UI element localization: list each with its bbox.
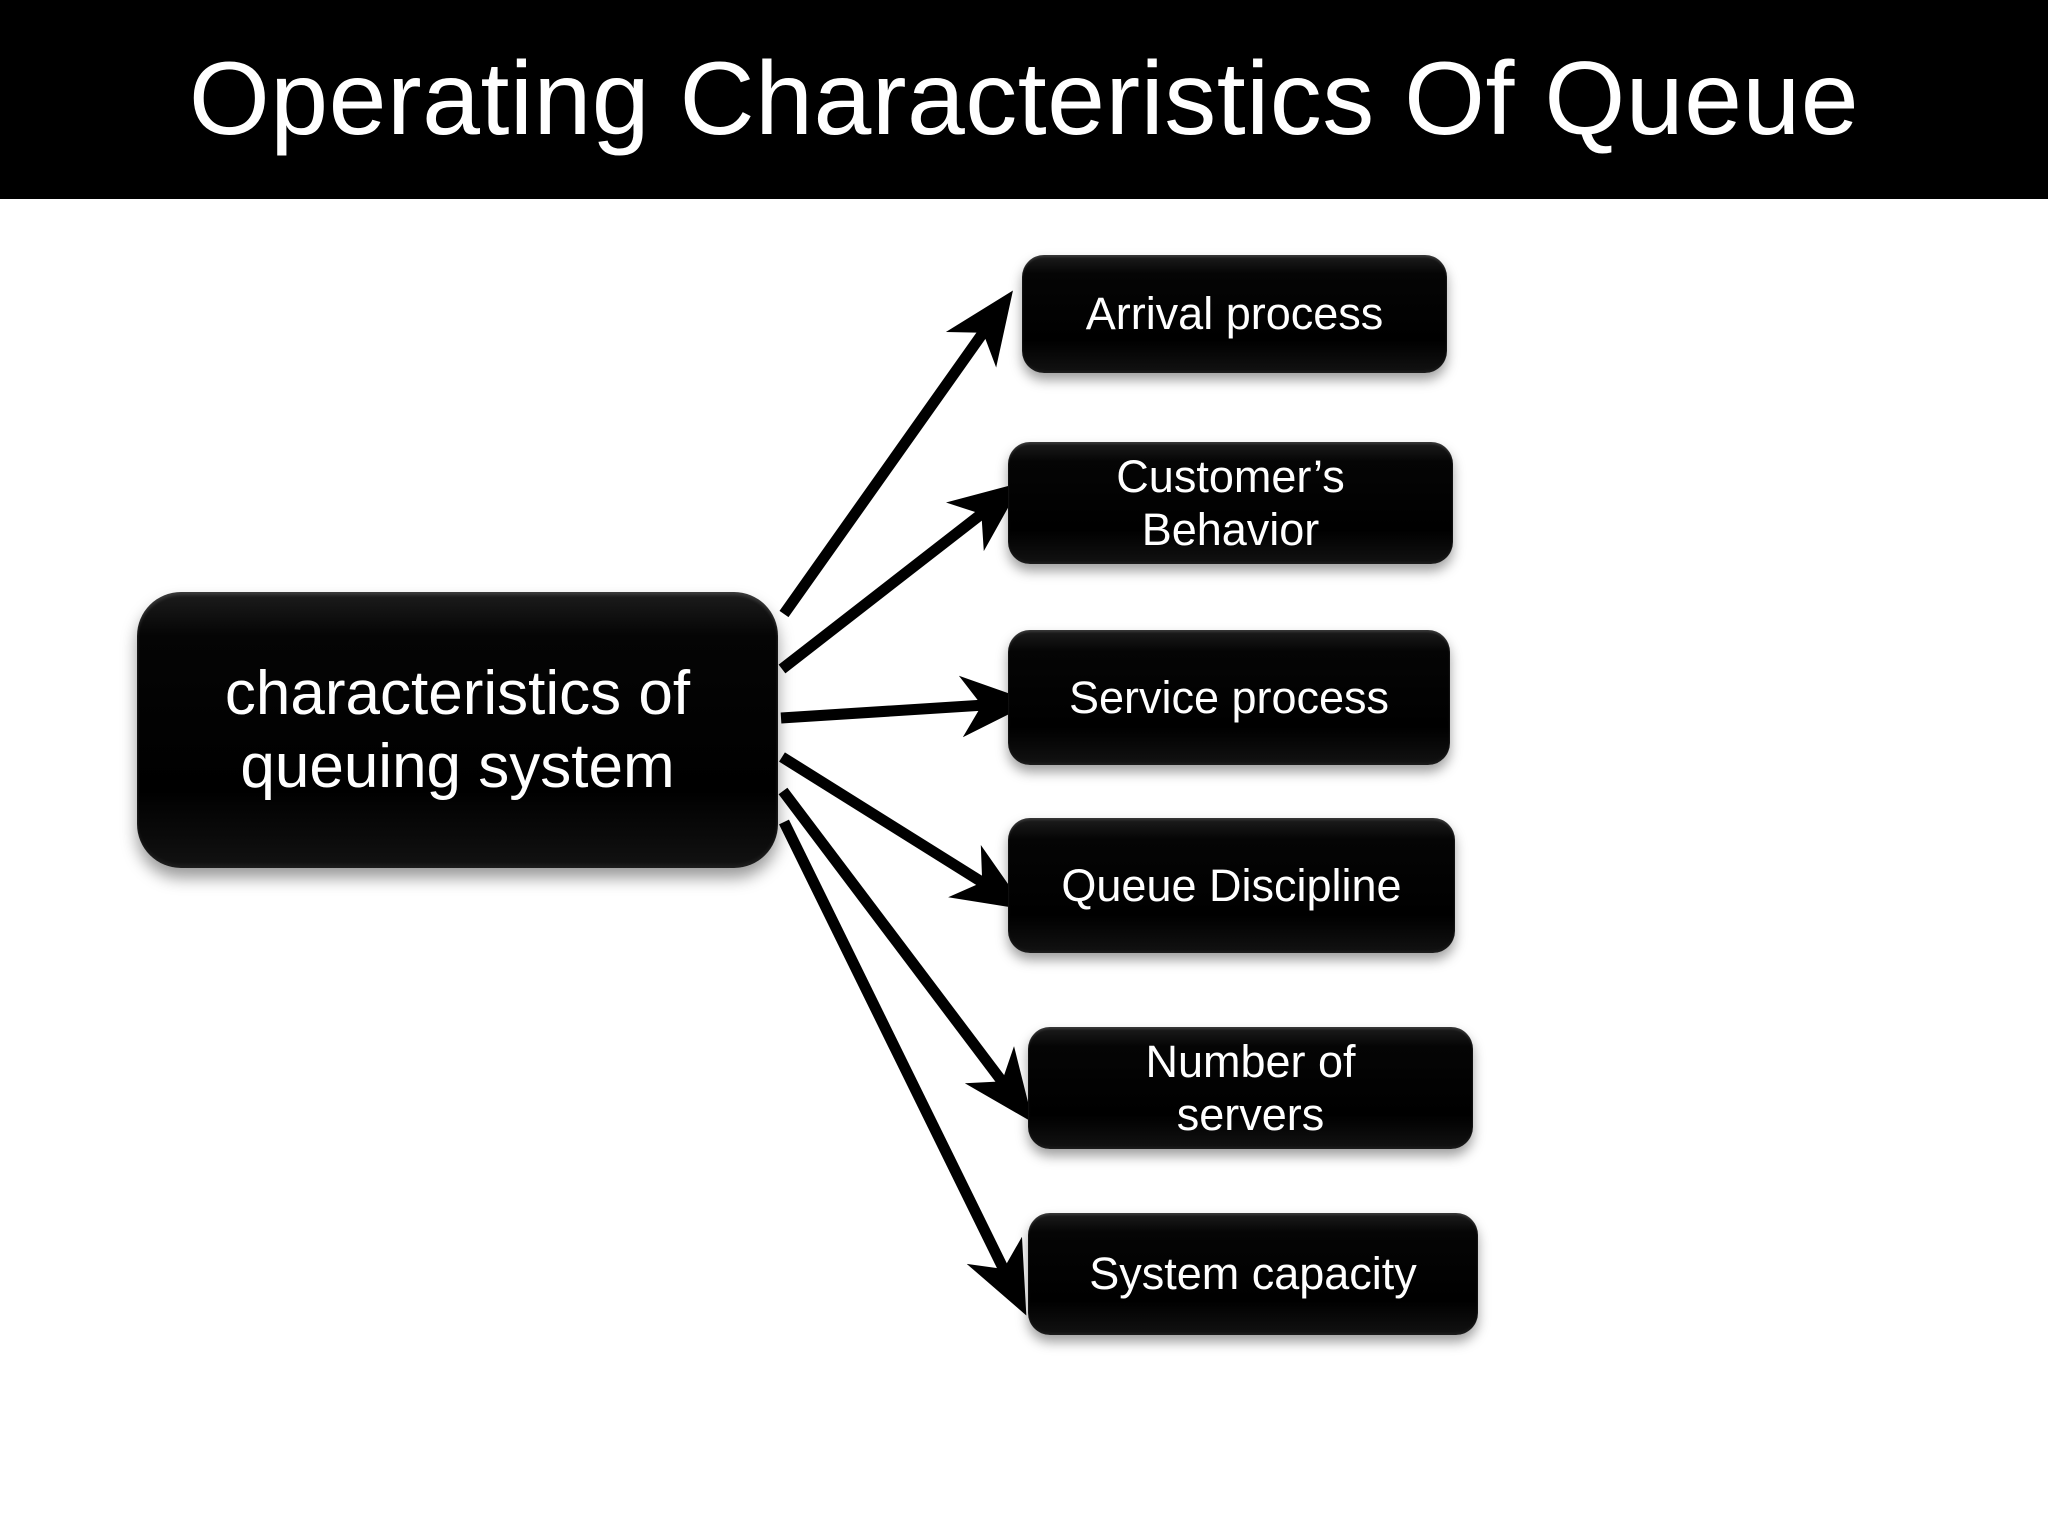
branch-node-customers-behavior[interactable]: Customer’s Behavior xyxy=(1008,442,1453,564)
branch-node-label: Queue Discipline xyxy=(1061,859,1402,911)
branch-node-label: Service process xyxy=(1068,671,1390,723)
branch-node-label: System capacity xyxy=(1089,1248,1417,1300)
root-node-label: characteristics of queuing system xyxy=(224,658,691,801)
branch-node-service-process[interactable]: Service process xyxy=(1008,630,1450,765)
branch-node-system-capacity[interactable]: System capacity xyxy=(1028,1213,1478,1335)
title-banner: Operating Characteristics Of Queue xyxy=(0,0,2048,199)
connector-arrow-3 xyxy=(780,675,1034,738)
page-title: Operating Characteristics Of Queue xyxy=(188,41,1860,158)
connector-arrow-4 xyxy=(779,752,1027,910)
connector-arrow-1 xyxy=(779,290,1013,618)
branch-node-label: Customer’s Behavior xyxy=(1116,450,1345,555)
branch-node-label: Number of servers xyxy=(1145,1035,1356,1140)
branch-node-label: Arrival process xyxy=(1085,288,1384,340)
root-node[interactable]: characteristics of queuing system xyxy=(137,592,778,868)
branch-node-queue-discipline[interactable]: Queue Discipline xyxy=(1008,818,1455,953)
branch-node-arrival-process[interactable]: Arrival process xyxy=(1022,255,1447,373)
connector-arrow-2 xyxy=(778,482,1023,674)
connector-arrow-6 xyxy=(779,819,1027,1316)
branch-node-number-of-servers[interactable]: Number of servers xyxy=(1028,1027,1473,1149)
connector-arrow-5 xyxy=(778,787,1034,1123)
